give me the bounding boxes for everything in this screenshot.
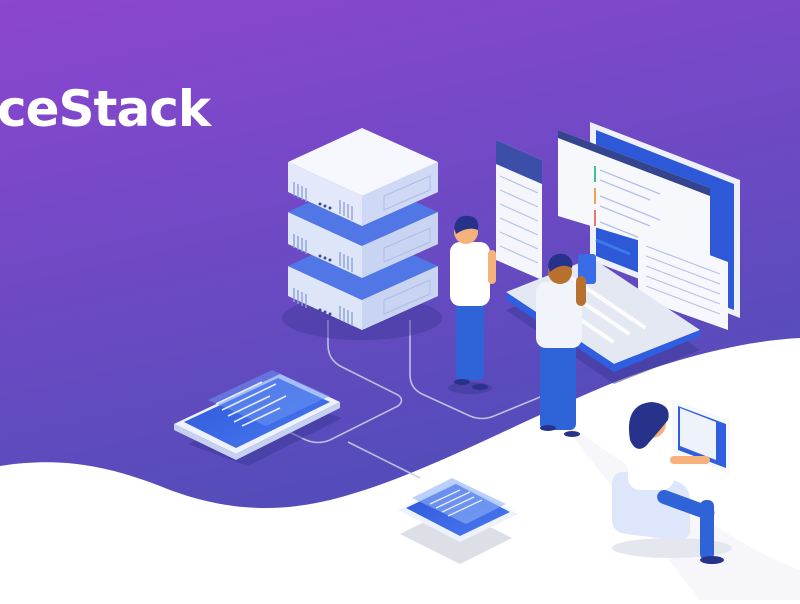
network-cables	[269, 320, 546, 479]
tablet-left-icon	[174, 370, 342, 466]
server-stack-icon	[282, 128, 442, 340]
app-window-1	[558, 130, 710, 262]
person-with-tablet-icon	[536, 253, 596, 437]
monitor-icon	[558, 122, 740, 330]
person-standing-left-icon	[448, 215, 496, 394]
brand-logo-text: ceStack	[0, 80, 211, 138]
document-panel-icon	[496, 140, 542, 280]
person-seated-laptop-icon	[612, 400, 732, 564]
tablet-bottom-icon	[398, 478, 518, 564]
white-wave	[0, 338, 800, 600]
